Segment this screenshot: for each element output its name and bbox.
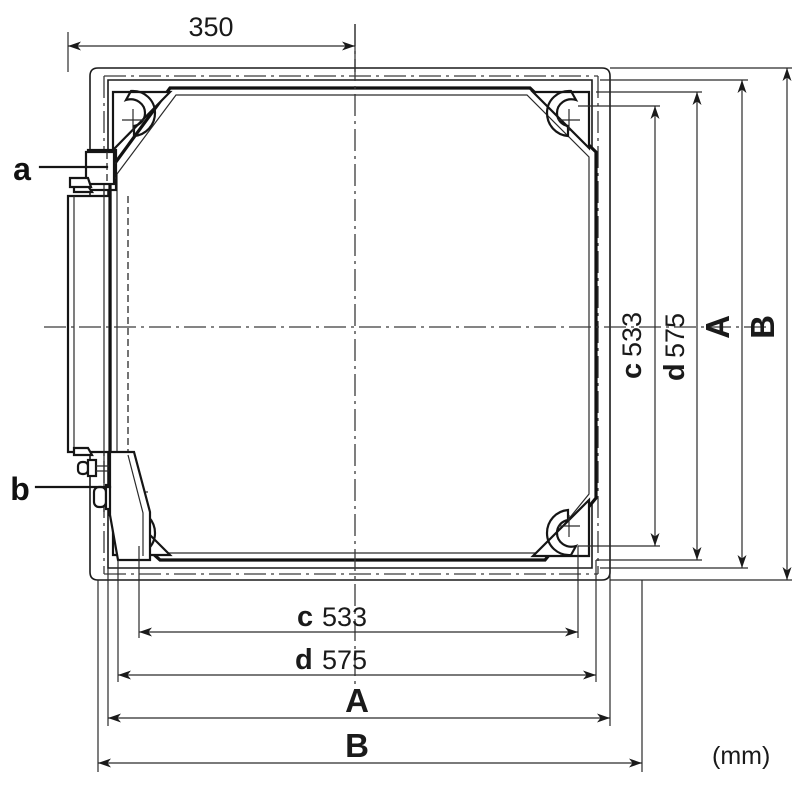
dimension-bottom-c — [138, 546, 579, 638]
dimension-bottom-d — [117, 560, 597, 682]
dim-label-right-c-key: c — [616, 363, 648, 379]
dim-label-right-c-value: 533 — [617, 312, 647, 357]
corner-latch-bottom-right — [530, 497, 591, 558]
door-left-bottom-transition — [108, 450, 152, 562]
dim-label-right-A-group: A — [699, 315, 736, 339]
dim-label-bottom-B: B — [345, 727, 369, 764]
corner-latch-top-right — [530, 89, 591, 151]
dim-label-right-d-value: 575 — [660, 313, 690, 358]
dim-label-right-d-group: d 575 — [659, 313, 691, 381]
dim-label-right-d-key: d — [659, 363, 691, 381]
dim-label-bottom-c-key: c — [297, 601, 313, 633]
dim-label-right-c-group: c 533 — [616, 312, 648, 379]
dim-label-right-B: B — [744, 315, 781, 339]
dimension-bottom-A — [107, 568, 611, 726]
unit-note: (mm) — [712, 742, 770, 770]
upper-latch-bracket — [68, 150, 116, 189]
callout-label-b: b — [10, 471, 30, 507]
dim-label-bottom-d-key: d — [295, 644, 313, 676]
dimension-right-B — [610, 67, 792, 581]
dim-label-right-B-group: B — [744, 315, 781, 339]
dim-label-bottom-c-value: 533 — [322, 602, 367, 632]
dimension-right-A — [600, 79, 748, 569]
dim-label-right-A: A — [699, 315, 736, 339]
callout-label-a: a — [13, 151, 31, 187]
centerlines — [44, 24, 770, 690]
door-panel-body — [108, 86, 598, 562]
dimension-right-c — [578, 105, 660, 547]
dim-label-bottom-d-group: d 575 — [295, 644, 367, 676]
dimension-right-d — [596, 91, 702, 561]
dim-label-bottom-A: A — [345, 682, 369, 719]
dim-label-bottom-d-value: 575 — [322, 645, 367, 675]
dim-label-bottom-c-group: c 533 — [297, 601, 367, 633]
dim-label-top-350: 350 — [188, 12, 233, 42]
dimension-bottom-B — [97, 580, 643, 772]
outer-frame-outline — [89, 67, 611, 581]
corner-latch-top-left — [111, 89, 173, 153]
dimension-top-350 — [67, 24, 356, 72]
